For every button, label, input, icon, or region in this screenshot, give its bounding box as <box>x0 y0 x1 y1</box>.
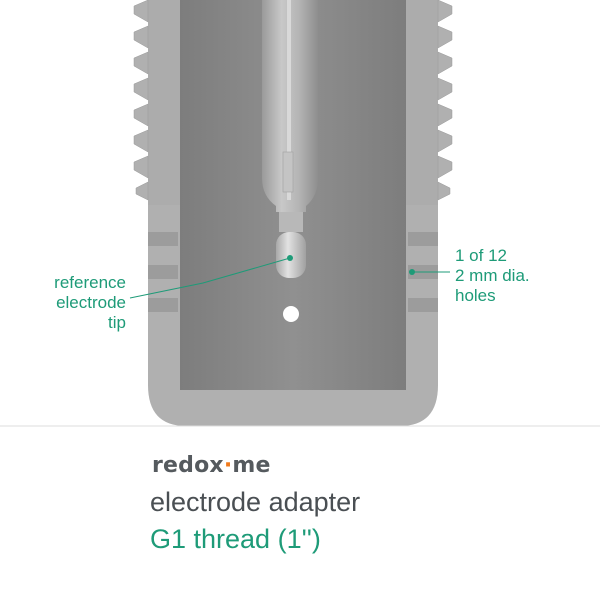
thread-spec: G1 thread (1'') <box>150 524 321 554</box>
callout-leaders <box>129 257 450 299</box>
callout-line: electrode <box>56 293 126 312</box>
brand-text-right: me <box>232 453 271 478</box>
callout-line: 2 mm dia. <box>455 266 530 285</box>
reference-tip-marker <box>287 255 293 261</box>
hole-marker <box>409 269 415 275</box>
reference-electrode-tip <box>276 232 306 278</box>
left-hole-grooves <box>148 232 178 312</box>
product-title: electrode adapter <box>150 487 361 517</box>
callout-line: reference <box>54 273 126 292</box>
callout-line: tip <box>108 313 126 332</box>
brand-accent-mark: · <box>223 453 233 478</box>
callout-line: holes <box>455 286 496 305</box>
reference-tip-leader <box>129 257 291 299</box>
holes-callout: 1 of 12 2 mm dia. holes <box>455 246 530 306</box>
right-thread <box>437 0 453 201</box>
through-hole <box>283 306 299 322</box>
reference-tip-callout: reference electrode tip <box>54 273 126 333</box>
brand-text-left: redox <box>152 453 224 478</box>
brand-logo: redox·me <box>152 453 271 478</box>
reference-electrode <box>262 0 318 278</box>
left-thread <box>133 0 149 201</box>
callout-line: 1 of 12 <box>455 246 507 265</box>
